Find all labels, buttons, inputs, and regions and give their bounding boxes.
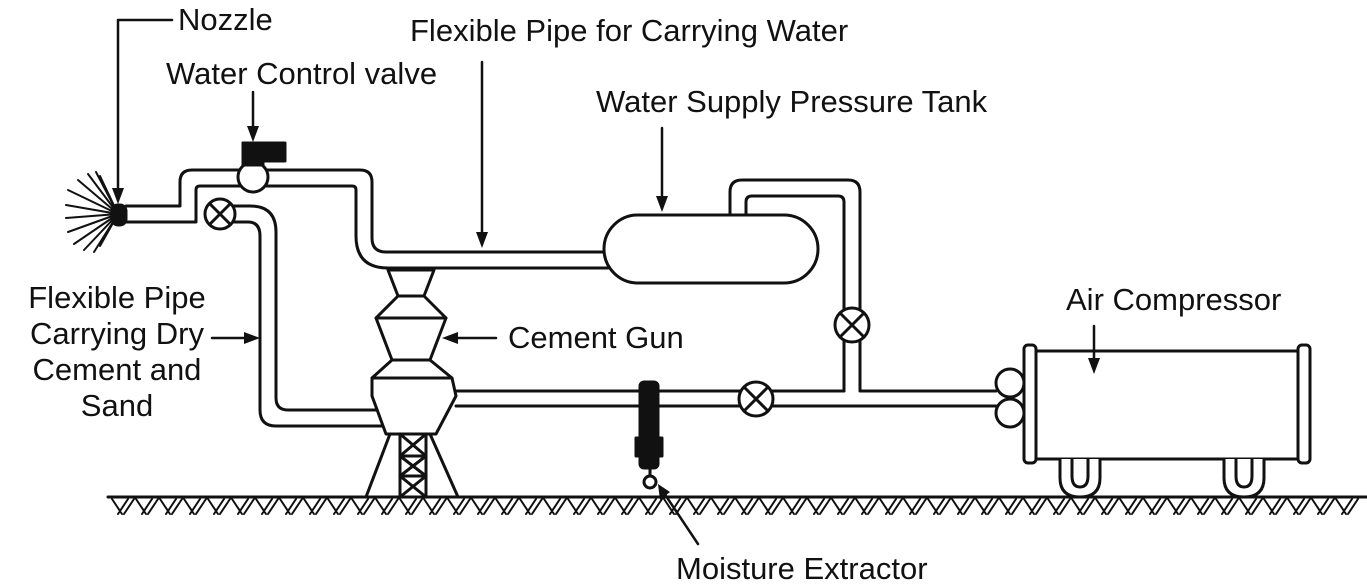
ground: [106, 495, 1367, 515]
label-moisture-extractor: Moisture Extractor: [676, 551, 928, 586]
label-dry-line-1: Flexible Pipe: [28, 280, 206, 315]
air-pipe-to-tank: [728, 178, 998, 393]
air-compressor: [994, 343, 1312, 499]
water-pipe: [124, 168, 610, 270]
nozzle: [110, 203, 128, 227]
label-flexible-pipe-water: Flexible Pipe for Carrying Water: [410, 13, 849, 48]
label-cement-gun: Cement Gun: [508, 320, 684, 355]
label-water-control-valve: Water Control valve: [166, 56, 438, 91]
main-line-valve-icon: [737, 380, 775, 418]
label-dry-line-2: Carrying Dry: [30, 316, 204, 351]
water-supply-tank: [602, 213, 820, 285]
tank-line-valve-icon: [833, 306, 871, 344]
label-nozzle: Nozzle: [178, 2, 273, 37]
moisture-extractor-icon: [634, 380, 664, 490]
nozzle-spray-icon: [65, 171, 119, 253]
label-air-compressor: Air Compressor: [1066, 282, 1282, 317]
label-flexible-pipe-dry: Flexible Pipe Carrying Dry Cement and Sa…: [10, 280, 224, 424]
cement-gun: [370, 268, 458, 436]
cement-gun-stand: [364, 432, 460, 499]
dry-material-pipe: [228, 204, 394, 428]
water-control-valve-icon: [236, 141, 287, 194]
arrowheads: [112, 126, 1100, 500]
label-dry-line-3: Cement and: [32, 352, 202, 387]
main-air-pipe: [454, 389, 998, 408]
label-dry-line-4: Sand: [80, 388, 154, 423]
nozzle-line-valve-icon: [203, 197, 237, 231]
label-water-supply-tank: Water Supply Pressure Tank: [596, 84, 988, 119]
ground-hatching: [111, 498, 1359, 515]
leader-lines: [116, 18, 1096, 546]
